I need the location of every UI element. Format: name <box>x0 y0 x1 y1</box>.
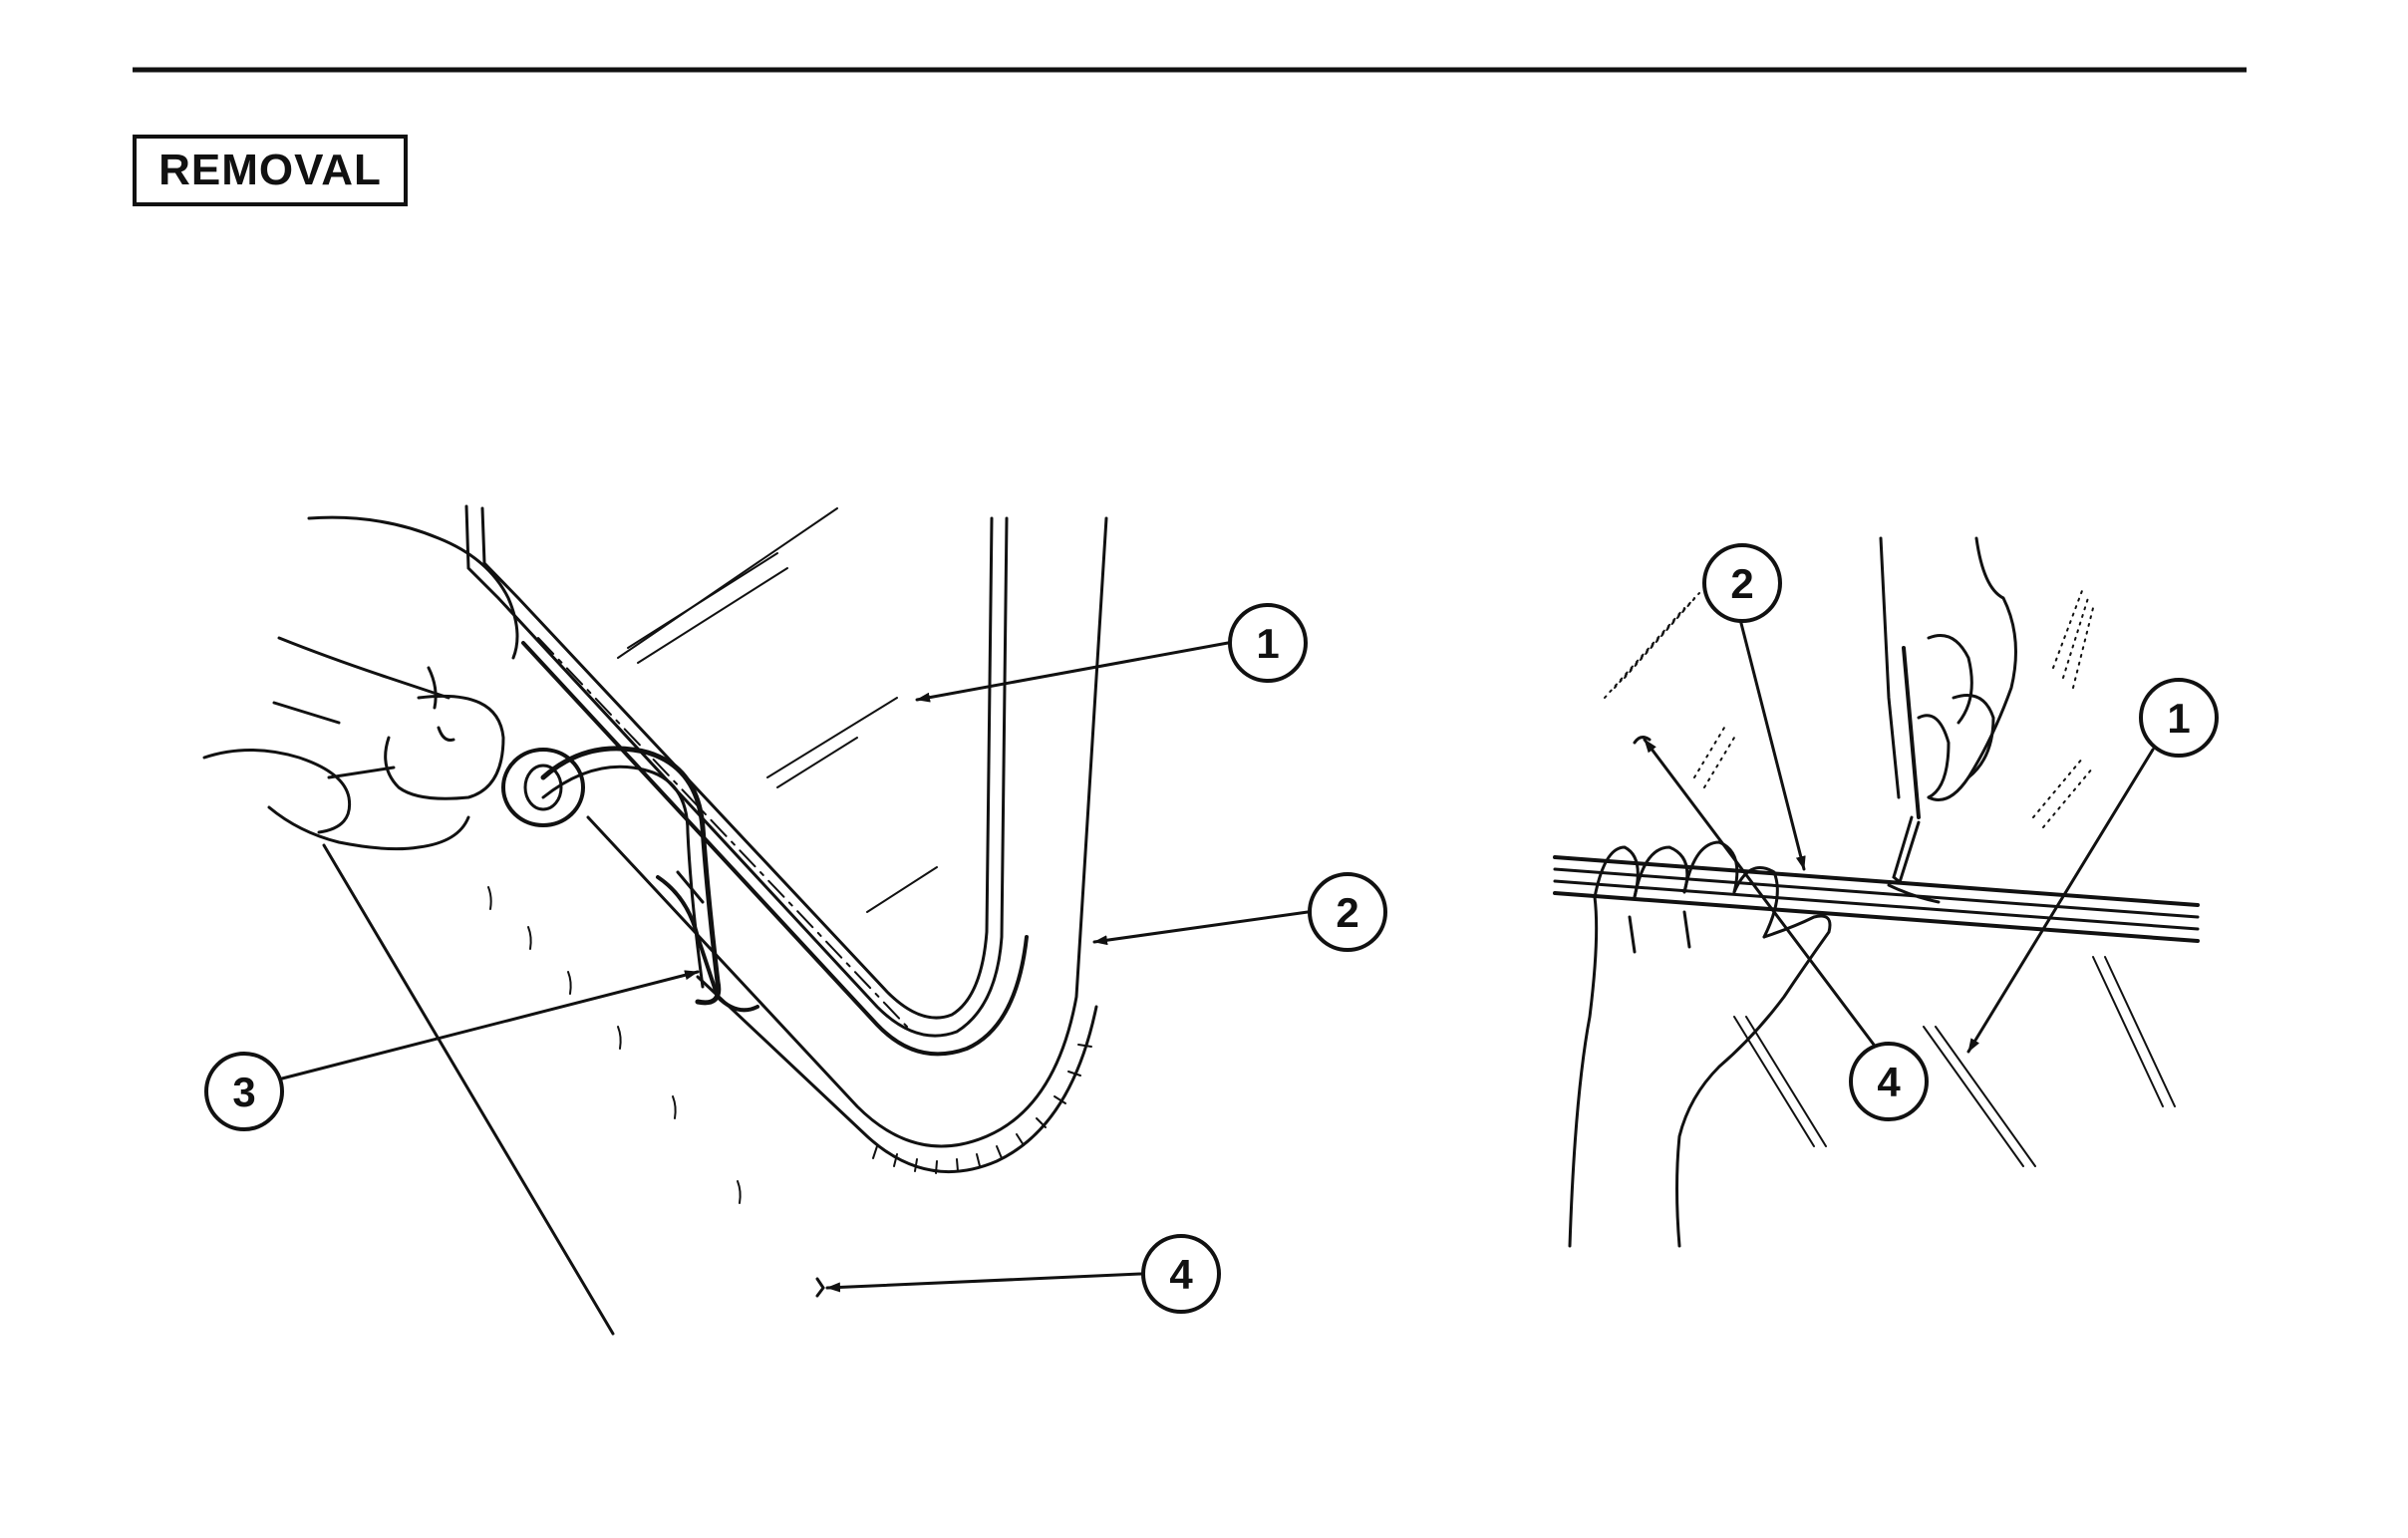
callout-r2: 2 <box>1730 560 1753 607</box>
right-callouts: 2 1 4 <box>1702 543 2219 1121</box>
window-frame-drawing <box>464 504 1108 1174</box>
hand-with-tool-drawing <box>202 515 759 1336</box>
callout-2: 2 <box>1336 889 1358 936</box>
right-figure <box>1553 536 2200 1248</box>
callout-1: 1 <box>1256 620 1279 667</box>
callout-r1: 1 <box>2167 695 2190 742</box>
section-label-box: REMOVAL <box>133 135 408 206</box>
callout-circle-3 <box>204 1052 284 1131</box>
lower-hand-drawing <box>1568 840 1832 1248</box>
callout-r4: 4 <box>1877 1059 1901 1105</box>
leader-line-2 <box>1092 910 1310 946</box>
leader-line-r4 <box>1643 738 1876 1047</box>
callout-3: 3 <box>232 1069 255 1115</box>
callout-circle-r4 <box>1849 1042 1929 1121</box>
glass-texture <box>1604 587 2094 828</box>
leader-line-3 <box>280 970 700 1080</box>
body-panel-marks <box>487 886 742 1204</box>
callout-circle-1 <box>1228 603 1308 683</box>
left-callouts: 1 2 3 4 <box>204 603 1387 1314</box>
weatherstrip-drawing <box>1553 855 2200 943</box>
callout-4: 4 <box>1169 1251 1193 1298</box>
leader-line-4 <box>825 1272 1143 1293</box>
callout-circle-r1 <box>2139 678 2219 758</box>
glass-reflections <box>1733 956 2176 1167</box>
leader-line-1 <box>915 641 1230 703</box>
left-figure <box>202 504 1310 1336</box>
callout-circle-4 <box>1141 1234 1221 1314</box>
callout-circle-r2 <box>1702 543 1782 623</box>
leader-line-r2 <box>1732 594 1806 871</box>
upper-hand-drawing <box>1879 536 2017 885</box>
section-label: REMOVAL <box>158 146 382 194</box>
leader-line-r1 <box>1966 748 2155 1054</box>
callout-circle-2 <box>1308 872 1387 952</box>
